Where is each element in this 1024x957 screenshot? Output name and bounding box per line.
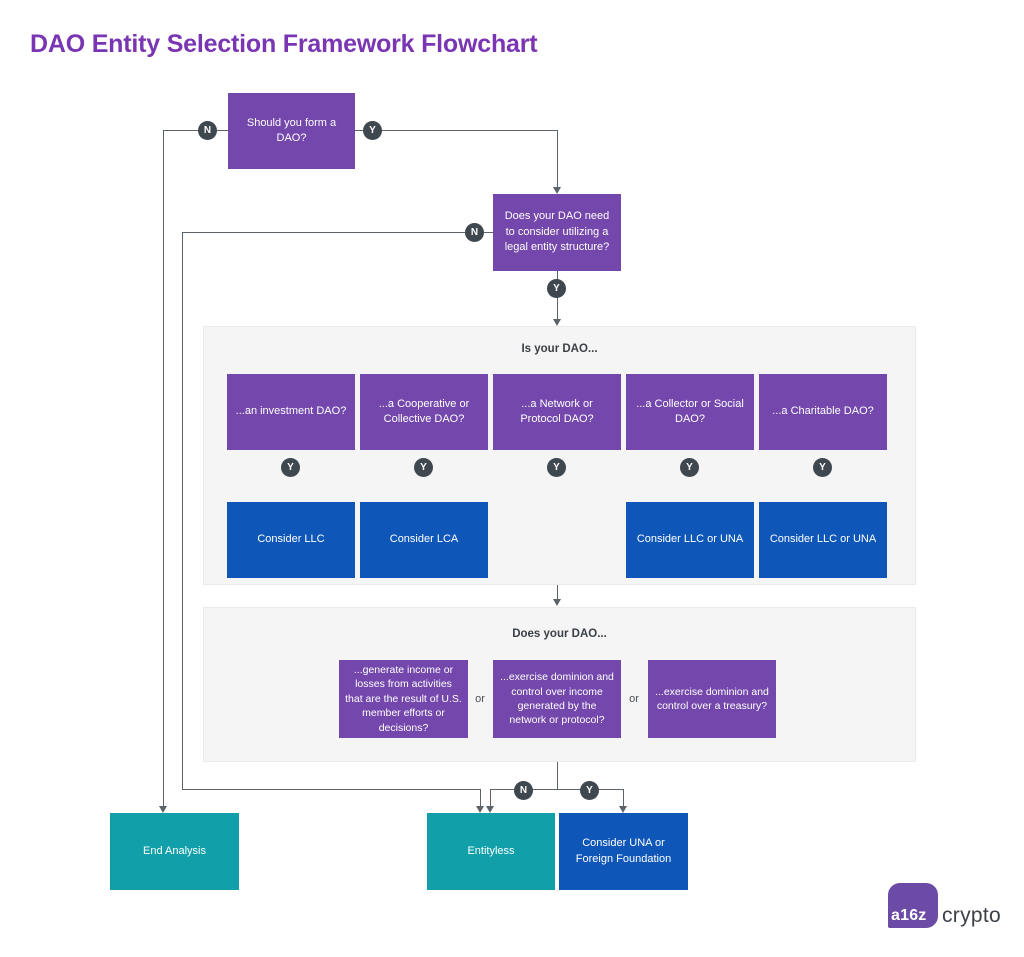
panel-heading: Is your DAO... <box>521 343 598 355</box>
yes-badge: Y <box>813 458 832 477</box>
connector <box>490 789 491 806</box>
connector <box>182 789 480 790</box>
connector <box>557 738 558 790</box>
or-label: or <box>475 693 485 705</box>
node-collector-social-dao: ...a Collector or Social DAO? <box>626 374 754 450</box>
connector <box>557 131 558 187</box>
arrow-down-icon <box>553 187 561 194</box>
a16z-badge-text: a16z <box>891 907 927 924</box>
node-end-analysis: End Analysis <box>110 813 239 890</box>
or-label: or <box>629 693 639 705</box>
arrow-down-icon <box>476 806 484 813</box>
page-title: DAO Entity Selection Framework Flowchart <box>30 30 538 58</box>
yes-badge: Y <box>580 781 599 800</box>
node-consider-llc: Consider LLC <box>227 502 355 578</box>
node-should-you-form-dao: Should you form a DAO? <box>228 93 355 169</box>
node-consider-llc-or-una: Consider LLC or UNA <box>759 502 887 578</box>
node-investment-dao: ...an investment DAO? <box>227 374 355 450</box>
node-consider-lca: Consider LCA <box>360 502 488 578</box>
arrow-down-icon <box>619 806 627 813</box>
node-entityless: Entityless <box>427 813 555 890</box>
arrow-down-icon <box>486 806 494 813</box>
connector <box>163 130 228 131</box>
node-dominion-treasury: ...exercise dominion and control over a … <box>648 660 776 738</box>
arrow-down-icon <box>553 319 561 326</box>
yes-badge: Y <box>547 458 566 477</box>
no-badge: N <box>465 223 484 242</box>
a16z-crypto-logo: a16z crypto <box>888 883 1001 928</box>
arrow-down-icon <box>553 599 561 606</box>
yes-badge: Y <box>363 121 382 140</box>
arrow-down-icon <box>159 806 167 813</box>
no-badge: N <box>514 781 533 800</box>
connector <box>480 789 481 806</box>
node-network-protocol-dao: ...a Network or Protocol DAO? <box>493 374 621 450</box>
yes-badge: Y <box>547 279 566 298</box>
node-cooperative-dao: ...a Cooperative or Collective DAO? <box>360 374 488 450</box>
yes-badge: Y <box>281 458 300 477</box>
node-consider-llc-or-una: Consider LLC or UNA <box>626 502 754 578</box>
connector <box>182 233 183 790</box>
node-legal-entity-question: Does your DAO need to consider utilizing… <box>493 194 621 271</box>
panel-heading: Does your DAO... <box>512 628 607 640</box>
no-badge: N <box>198 121 217 140</box>
connector <box>355 130 558 131</box>
node-consider-una-foreign-foundation: Consider UNA or Foreign Foundation <box>559 813 688 890</box>
yes-badge: Y <box>414 458 433 477</box>
node-generate-income: ...generate income or losses from activi… <box>339 660 468 738</box>
connector <box>163 131 164 806</box>
a16z-badge-icon: a16z <box>888 883 938 928</box>
connector <box>623 789 624 806</box>
connector <box>182 232 493 233</box>
connector <box>490 789 623 790</box>
node-dominion-income: ...exercise dominion and control over in… <box>493 660 621 738</box>
yes-badge: Y <box>680 458 699 477</box>
crypto-wordmark: crypto <box>942 904 1001 927</box>
node-charitable-dao: ...a Charitable DAO? <box>759 374 887 450</box>
